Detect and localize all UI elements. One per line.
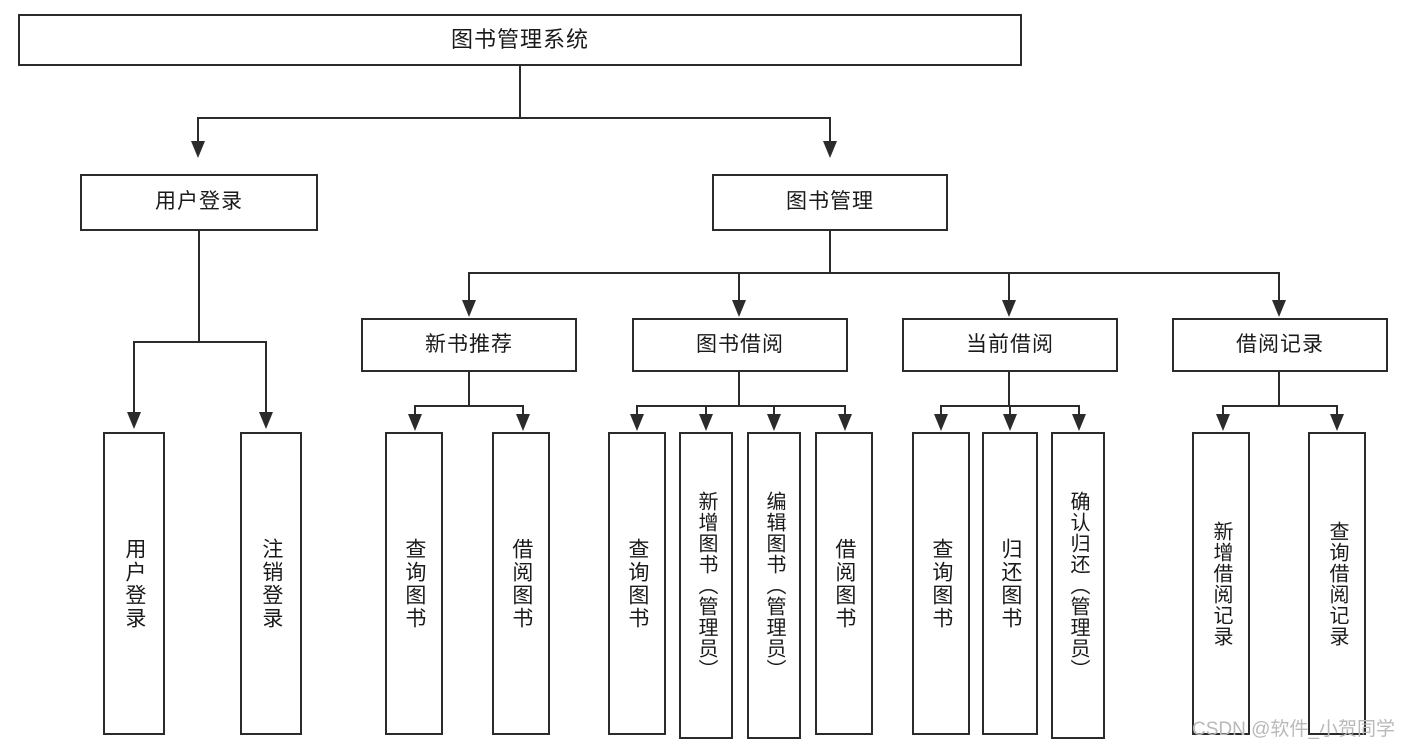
connector-new-book-bus: [414, 405, 524, 407]
node-label: 借阅记录: [1236, 332, 1324, 356]
node-root-system[interactable]: 图书管理系统: [18, 14, 1022, 66]
connector-book-borrow-bus: [636, 405, 846, 407]
arrowhead-leaf-logout: [259, 412, 273, 429]
connector-drop-nb-borrow: [522, 405, 524, 419]
node-label: 查询图书: [402, 537, 426, 630]
node-label: 图书借阅: [696, 332, 784, 356]
csdn-watermark: CSDN @软件_小贺同学: [1192, 714, 1395, 741]
node-book-borrow[interactable]: 图书借阅: [632, 318, 848, 372]
node-label: 查询图书: [625, 537, 649, 630]
connector-drop-book-borrow: [738, 272, 740, 306]
node-label: 当前借阅: [966, 332, 1054, 356]
connector-drop-bb-borrow: [844, 405, 846, 419]
leaf-br-add-record[interactable]: 新增借阅记录: [1192, 432, 1250, 735]
connector-current-borrow-stem: [1008, 372, 1010, 406]
connector-book-borrow-stem: [738, 372, 740, 406]
node-label: 查询图书: [929, 537, 953, 630]
connector-drop-br-add: [1222, 405, 1224, 419]
connector-drop-bb-add: [705, 405, 707, 419]
node-user-login[interactable]: 用户登录: [80, 174, 318, 231]
connector-drop-nb-query: [414, 405, 416, 419]
connector-drop-cb-confirm: [1078, 405, 1080, 419]
connector-drop-user-login: [197, 117, 199, 145]
arrowhead-book-borrow: [732, 300, 746, 317]
node-label: 查询借阅记录: [1326, 520, 1348, 647]
leaf-bb-borrow-book[interactable]: 借阅图书: [815, 432, 873, 735]
node-new-book-recommend[interactable]: 新书推荐: [361, 318, 577, 372]
arrowhead-new-book: [462, 300, 476, 317]
arrowhead-nb-borrow: [516, 414, 530, 431]
leaf-nb-query-book[interactable]: 查询图书: [385, 432, 443, 735]
node-label: 新增图书（管理员）: [695, 491, 717, 680]
arrowhead-nb-query: [408, 414, 422, 431]
arrowhead-bb-borrow: [838, 414, 852, 431]
arrowhead-cb-confirm: [1072, 414, 1086, 431]
connector-drop-cb-query: [940, 405, 942, 419]
connector-new-book-stem: [468, 372, 470, 406]
connector-drop-borrow-record: [1278, 272, 1280, 306]
leaf-nb-borrow-book[interactable]: 借阅图书: [492, 432, 550, 735]
arrowhead-bb-query: [630, 414, 644, 431]
connector-drop-new-book: [468, 272, 470, 306]
watermark-text: CSDN @软件_小贺同学: [1192, 719, 1395, 740]
arrowhead-bb-edit: [767, 414, 781, 431]
connector-drop-leaf-user-login: [133, 341, 135, 416]
leaf-bb-add-book-admin[interactable]: 新增图书（管理员）: [679, 432, 733, 739]
arrowhead-cb-query: [934, 414, 948, 431]
arrowhead-br-query: [1330, 414, 1344, 431]
node-label: 借阅图书: [832, 537, 856, 630]
arrowhead-leaf-user-login: [127, 412, 141, 429]
node-label: 确认归还（管理员）: [1067, 491, 1089, 680]
connector-drop-br-query: [1336, 405, 1338, 419]
leaf-logout[interactable]: 注销登录: [240, 432, 302, 735]
node-label: 归还图书: [998, 537, 1022, 630]
connector-drop-bb-edit: [773, 405, 775, 419]
connector-root-stem: [519, 66, 521, 118]
connector-drop-cb-return: [1009, 405, 1011, 419]
connector-root-bus: [197, 117, 831, 119]
node-label: 借阅图书: [509, 537, 533, 630]
node-label: 注销登录: [259, 537, 283, 630]
connector-borrow-record-bus: [1222, 405, 1338, 407]
node-label: 新书推荐: [425, 332, 513, 356]
arrowhead-user-login: [191, 141, 205, 158]
leaf-bb-edit-book-admin[interactable]: 编辑图书（管理员）: [747, 432, 801, 739]
leaf-br-query-record[interactable]: 查询借阅记录: [1308, 432, 1366, 735]
leaf-cb-return-book[interactable]: 归还图书: [982, 432, 1038, 735]
arrowhead-current-borrow: [1002, 300, 1016, 317]
node-label: 图书管理系统: [450, 27, 589, 53]
connector-user-login-bus: [133, 341, 266, 343]
arrowhead-br-add: [1216, 414, 1230, 431]
node-book-management[interactable]: 图书管理: [712, 174, 948, 231]
node-borrow-record[interactable]: 借阅记录: [1172, 318, 1388, 372]
node-label: 图书管理: [786, 190, 874, 214]
leaf-user-login[interactable]: 用户登录: [103, 432, 165, 735]
leaf-cb-query-book[interactable]: 查询图书: [912, 432, 970, 735]
leaf-cb-confirm-return-admin[interactable]: 确认归还（管理员）: [1051, 432, 1105, 739]
connector-borrow-record-stem: [1278, 372, 1280, 406]
connector-drop-book-manage: [829, 117, 831, 145]
leaf-bb-query-book[interactable]: 查询图书: [608, 432, 666, 735]
connector-book-manage-bus: [468, 272, 1280, 274]
connector-book-manage-stem: [829, 231, 831, 273]
node-label: 用户登录: [155, 190, 243, 214]
node-label: 用户登录: [122, 537, 146, 630]
node-current-borrow[interactable]: 当前借阅: [902, 318, 1118, 372]
connector-drop-bb-query: [636, 405, 638, 419]
arrowhead-bb-add: [699, 414, 713, 431]
connector-drop-current-borrow: [1008, 272, 1010, 306]
node-label: 新增借阅记录: [1210, 520, 1232, 647]
arrowhead-borrow-record: [1272, 300, 1286, 317]
node-label: 编辑图书（管理员）: [763, 491, 785, 680]
arrowhead-book-manage: [823, 141, 837, 158]
connector-drop-leaf-logout: [265, 341, 267, 416]
connector-user-login-stem: [198, 231, 200, 342]
arrowhead-cb-return: [1003, 414, 1017, 431]
